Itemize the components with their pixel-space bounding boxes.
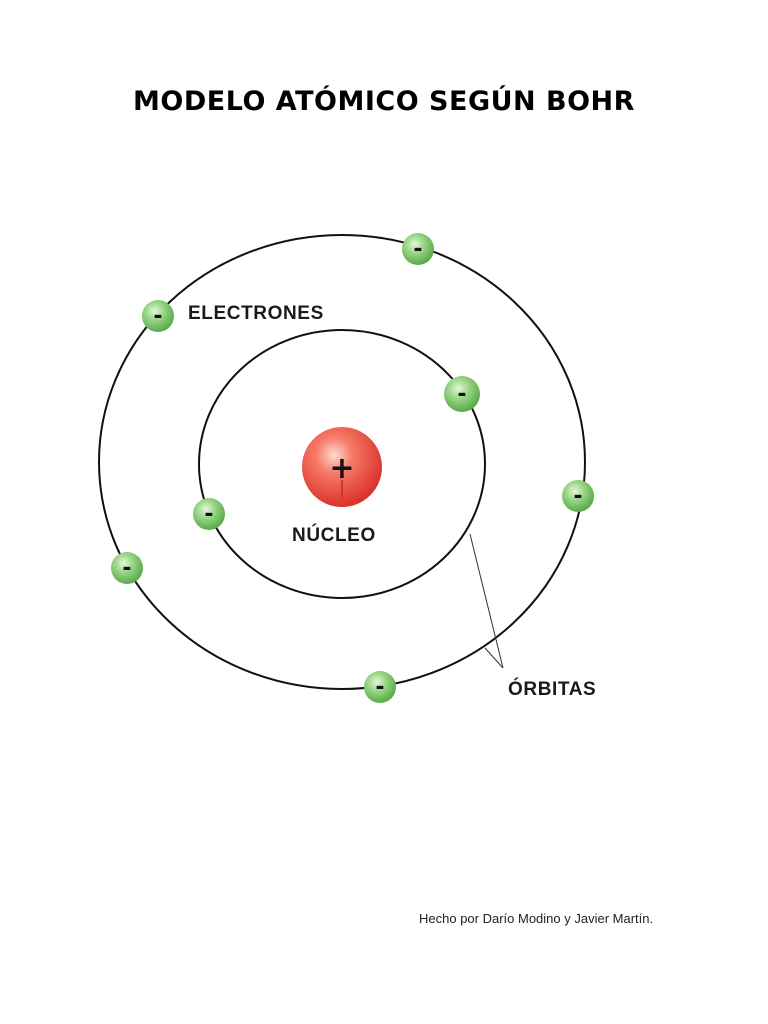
svg-text:-: - xyxy=(413,237,422,262)
electron: - xyxy=(444,376,480,412)
electron: - xyxy=(111,552,143,584)
electron: - xyxy=(364,671,396,703)
svg-text:-: - xyxy=(573,484,582,509)
orbits-pointer-line-inner xyxy=(469,533,504,669)
orbits-pointer-line-outer xyxy=(484,647,504,669)
author-credit: Hecho por Darío Modino y Javier Martín. xyxy=(419,911,654,926)
nucleus: + xyxy=(302,427,382,507)
inner-orbit xyxy=(198,329,486,599)
electrons-label: ELECTRONES xyxy=(188,303,324,324)
electron: - xyxy=(402,233,434,265)
svg-text:-: - xyxy=(153,304,162,329)
svg-text:-: - xyxy=(204,502,213,527)
svg-text:-: - xyxy=(457,382,466,407)
electron: - xyxy=(562,480,594,512)
svg-text:-: - xyxy=(375,675,384,700)
outer-orbit xyxy=(98,234,586,690)
orbits-label: ÓRBITAS xyxy=(508,678,596,700)
electron: - xyxy=(142,300,174,332)
nucleus-label: NÚCLEO xyxy=(292,524,376,546)
electron: - xyxy=(193,498,225,530)
page-title: MODELO ATÓMICO SEGÚN BOHR xyxy=(133,86,635,117)
svg-text:-: - xyxy=(122,556,131,581)
